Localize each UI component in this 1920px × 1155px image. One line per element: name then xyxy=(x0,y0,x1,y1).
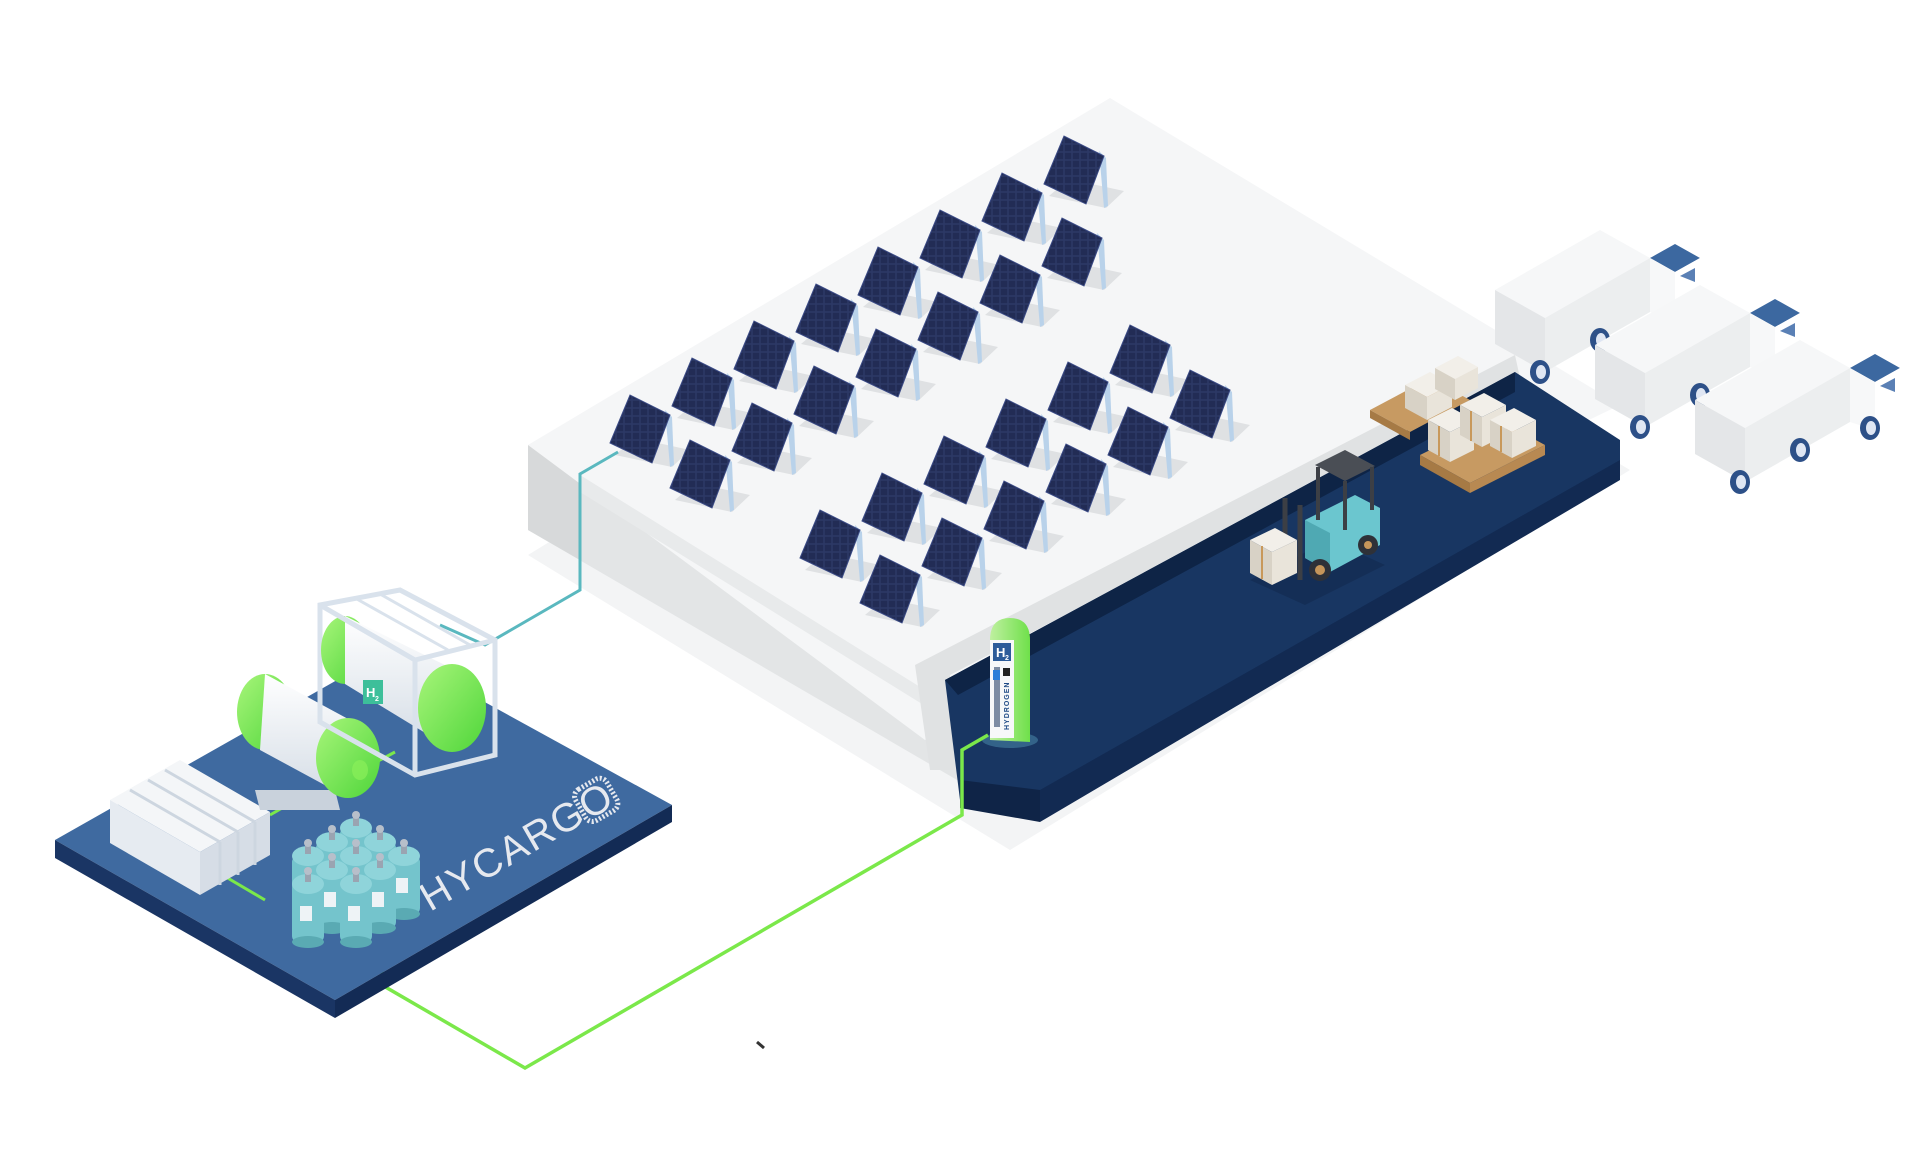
solar-panel xyxy=(981,172,1062,245)
solar-array xyxy=(609,135,1250,627)
gas-cylinder xyxy=(364,853,396,934)
cargo-box xyxy=(1490,408,1536,458)
solar-panel xyxy=(671,357,752,430)
gas-cylinder-cluster xyxy=(292,811,420,948)
solar-panel xyxy=(1107,406,1188,479)
tank-end-front xyxy=(316,718,380,798)
pallet-side xyxy=(1420,455,1470,493)
solar-panel xyxy=(857,246,938,319)
warehouse-floor-edge xyxy=(1040,460,1620,822)
svg-text:2: 2 xyxy=(375,696,379,703)
dispenser-nozzle xyxy=(993,670,1000,680)
dispenser-nozzle-holder xyxy=(994,667,1000,727)
solar-panel xyxy=(919,209,1000,282)
pallet-stack-front xyxy=(1420,393,1545,493)
solar-panel xyxy=(859,554,940,627)
roof-edge xyxy=(580,395,1510,712)
forklift-wheel-hub xyxy=(1364,541,1372,549)
cargo-box xyxy=(1435,356,1478,400)
dispenser-screen xyxy=(1003,668,1010,676)
solar-panel xyxy=(733,320,814,393)
gas-cylinder xyxy=(292,867,324,948)
container-tank-end-front xyxy=(418,664,486,752)
solar-panel xyxy=(917,291,998,364)
svg-text:H: H xyxy=(366,685,375,700)
solar-panel xyxy=(921,517,1002,590)
solar-panel xyxy=(731,402,812,475)
iso-container-tank: H 2 xyxy=(317,587,498,778)
truck-fleet xyxy=(1495,230,1900,494)
solar-panel xyxy=(979,254,1060,327)
delivery-truck xyxy=(1695,340,1900,494)
storage-tank xyxy=(237,674,380,810)
warehouse-front-wall xyxy=(528,445,1000,805)
forklift xyxy=(1250,450,1385,605)
solar-panel xyxy=(923,435,1004,508)
h2-badge xyxy=(363,680,383,704)
solar-panel xyxy=(983,480,1064,553)
platform-front-edge xyxy=(55,840,335,1018)
warehouse-floor-side xyxy=(960,780,1040,822)
h2-subscript: 2 xyxy=(1005,655,1009,662)
forklift-roof xyxy=(1315,450,1375,481)
forklift-wheel-hub xyxy=(1315,565,1325,575)
dispenser-label: HYDROGEN xyxy=(1004,682,1011,730)
solar-panel xyxy=(1045,443,1126,516)
solar-panel xyxy=(1109,324,1190,397)
h2-badge xyxy=(993,643,1011,661)
dotted-ring-icon xyxy=(572,775,621,825)
solar-panel xyxy=(855,328,936,401)
solar-panel xyxy=(669,439,750,512)
solar-panel xyxy=(793,365,874,438)
solar-panel xyxy=(1169,369,1250,442)
warehouse-inner-wall xyxy=(945,372,1515,695)
solar-panel xyxy=(795,283,876,356)
hydrogen-dispenser: H 2 HYDROGEN xyxy=(982,618,1038,748)
pallet-side xyxy=(1470,445,1545,493)
forklift-body-side xyxy=(1305,520,1330,572)
solar-panel xyxy=(1043,135,1124,208)
cargo-box xyxy=(1250,528,1297,585)
electrolyser xyxy=(110,760,270,895)
solar-panel xyxy=(609,394,690,467)
h2-symbol: H xyxy=(996,645,1005,660)
solar-panel xyxy=(1047,361,1128,434)
solar-cable xyxy=(439,450,619,647)
pallet-stack-back xyxy=(1370,356,1478,440)
solar-panel xyxy=(799,509,880,582)
solar-panel xyxy=(861,472,942,545)
solar-panel xyxy=(1041,217,1122,290)
stray-mark xyxy=(756,1040,765,1050)
platform-right-edge xyxy=(335,805,672,1018)
solar-panel xyxy=(985,398,1066,471)
gas-cylinder xyxy=(340,867,372,948)
pallet-side xyxy=(1370,410,1410,440)
